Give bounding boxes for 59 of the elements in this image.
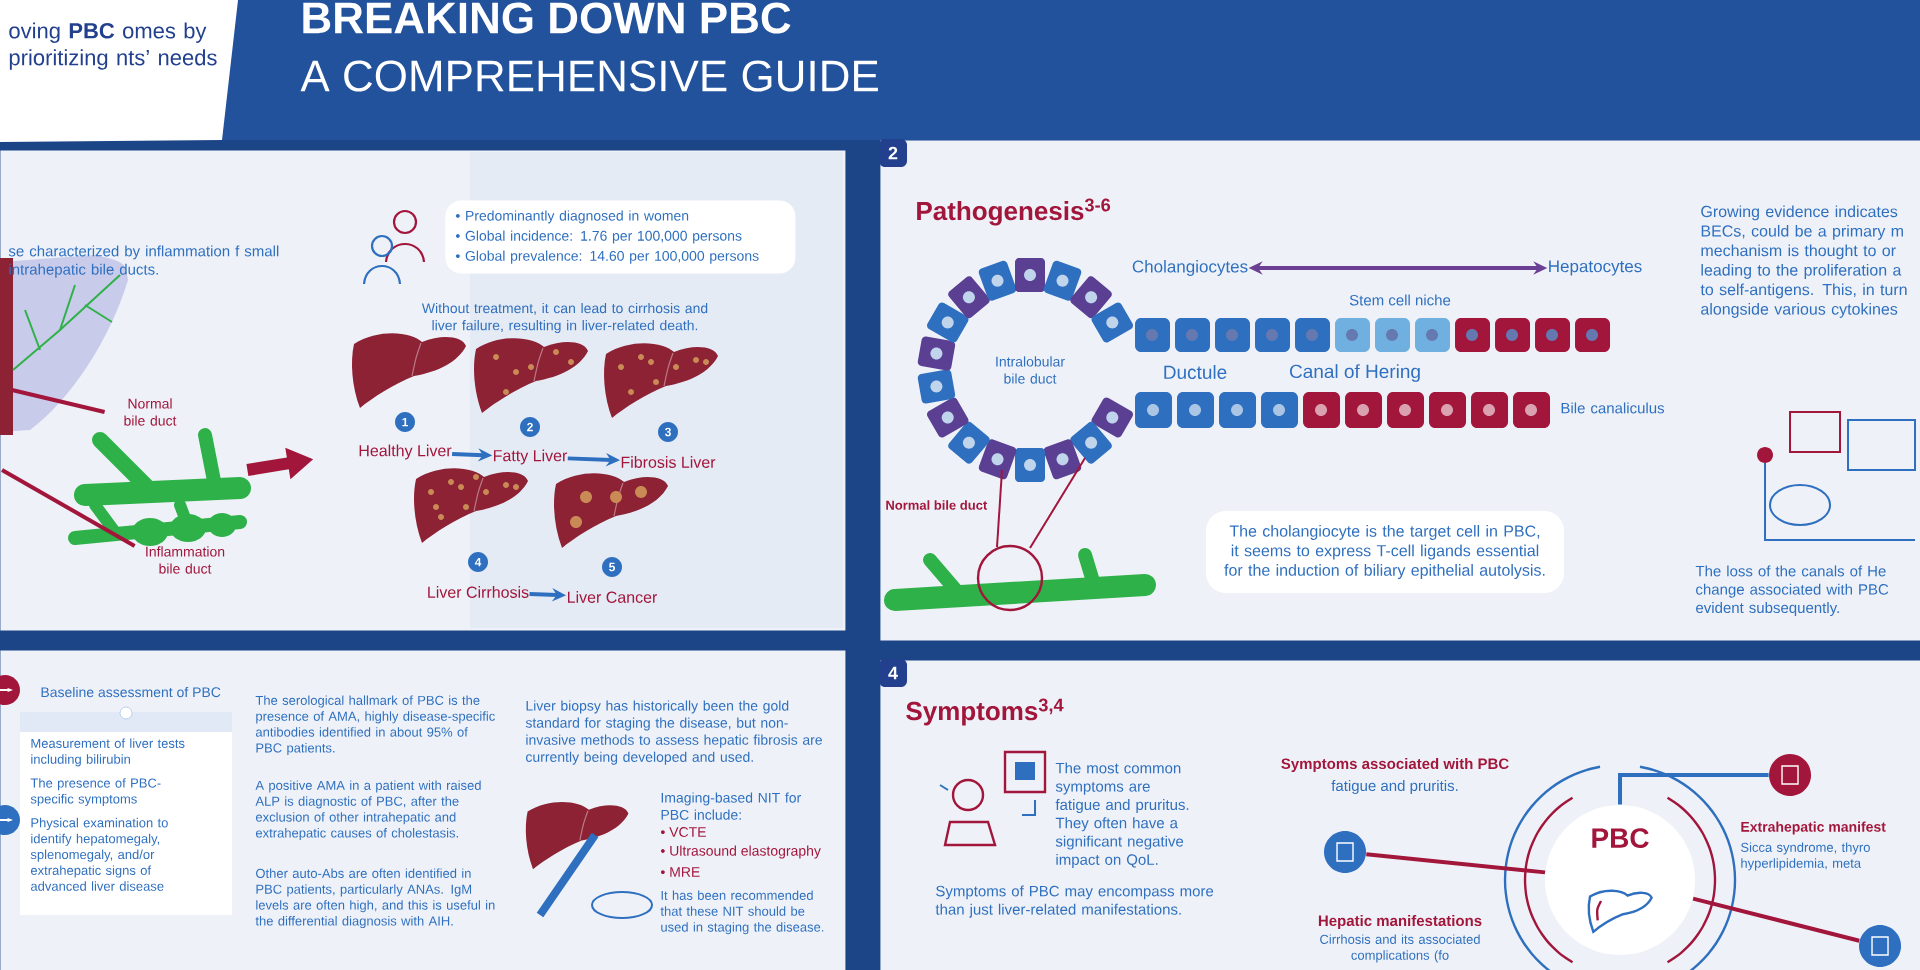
body-text: It has been recommended that these NIT should be used in staging the disease. — [660, 890, 824, 935]
number-badge: 4 — [468, 552, 488, 572]
diagram-label: Bile canaliculus — [1561, 402, 1665, 414]
number-badge: 1 — [395, 412, 415, 432]
list-item: • MRE — [661, 867, 700, 877]
body-text: Cirrhosis and its associated complications (fo — [1320, 934, 1480, 963]
connector-line — [1692, 896, 1860, 943]
number-badge: 2 — [879, 139, 907, 167]
list-item: • VCTE — [661, 827, 706, 837]
number-badge: 3 — [658, 422, 678, 442]
body-text: Symptoms of PBC may encompass more than just liver-related manifestations. — [935, 885, 1214, 918]
body-text: Sicca syndrome, thyro hyperlipidemia, meta — [1741, 842, 1870, 871]
header-tab: oving PBC omes by prioritizing nts’ needs — [0, 0, 238, 142]
body-text: Other auto-Abs are often identified in PBC patients, particularly ANAs. IgM levels are often high, and this is useful in the differential diagnosis with AIH. — [255, 868, 495, 929]
callout-box: The cholangiocyte is the target cell in PBC, it seems to express T-cell ligands essential for the induction of biliary epithelial autolysis. — [1206, 511, 1564, 593]
subheading: Extrahepatic manifest — [1741, 821, 1886, 835]
stage-label: Fibrosis Liver — [621, 456, 716, 468]
list-item: • Ultrasound elastography — [661, 845, 821, 859]
body-text: A positive AMA in a patient with raised ALP is diagnostic of PBC, after the exclusion of other intrahepatic and extrahepatic causes of cholestasis. — [255, 780, 481, 841]
body-text: Growing evidence indicates BECs, could be a primary m mechanism is thought to or leading to the proliferation a to self-antigens. This, in turn alongside various cytokines — [1700, 205, 1907, 318]
circle-icon — [1859, 925, 1901, 967]
diagram-label: Intralobular bile duct — [996, 356, 1065, 384]
body-text: The most common symptoms are fatigue and pruritus. They often have a significant negative impact on QoL. — [1055, 762, 1189, 868]
diagram-label: Stem cell niche — [1349, 294, 1451, 306]
connector-line — [1366, 852, 1546, 875]
stats-box: • Predominantly diagnosed in women • Global incidence: 1.76 per 100,000 persons • Global prevalence: 14.60 per 100,000 persons — [445, 200, 796, 274]
body-text: The serological hallmark of PBC is the presence of AMA, highly disease-specific antibodies identified in about 95% of PBC patients. — [255, 695, 495, 756]
body-text: The loss of the canals of He change associated with PBC evident subsequently. — [1695, 565, 1889, 616]
leader-line — [11, 388, 106, 414]
diagram-label: Canal of Hering — [1290, 364, 1420, 382]
stage-label: Liver Cirrhosis — [428, 586, 529, 598]
body-text: fatigue and pruritis. — [1331, 780, 1458, 794]
connector-line — [1618, 773, 1769, 805]
diagram-label: Normal bile duct — [886, 500, 988, 510]
title: BREAKING DOWN PBC — [303, 2, 791, 34]
callout-label: Inflammation bile duct — [146, 546, 225, 574]
cell-type-label: Cholangiocytes — [1132, 260, 1248, 276]
panel-heading: Symptoms$^{3,4}$ — [906, 698, 1064, 726]
panel-heading: Pathogenesis$^{3-6}$ — [917, 198, 1111, 226]
stage-label: Liver Cancer — [568, 591, 658, 603]
stage-label: Fatty Liver — [494, 449, 568, 465]
diagram-label: Ductule — [1164, 365, 1227, 379]
circle-icon — [1769, 754, 1811, 796]
stage-label: Healthy Liver — [359, 444, 452, 460]
body-text: Imaging-based NIT for PBC include: — [661, 792, 801, 820]
body-text: Without treatment, it can lead to cirrhosis and liver failure, resulting in liver-related death. — [421, 302, 708, 334]
section-label: Baseline assessment of PBC — [41, 686, 221, 698]
number-badge: 4 — [879, 659, 907, 687]
subheading: Hepatic manifestations — [1318, 915, 1482, 929]
cell-type-label: Hepatocytes — [1549, 260, 1642, 276]
subheading: Symptoms associated with PBC — [1281, 758, 1509, 772]
checklist-card: Measurement of liver tests including bilirubin The presence of PBC-specific symptoms Physical examination to identify hepatomegaly, splenomegaly, and/or extrahepatic signs of advanced liver disease — [20, 706, 232, 915]
number-badge: 5 — [602, 557, 622, 577]
bile-duct-drawing — [68, 428, 251, 546]
subtitle: A COMPREHENSIVE GUIDE — [300, 60, 878, 92]
body-text: Liver biopsy has historically been the gold standard for staging the disease, but non-invasive methods to assess hepatic fibrosis are currently being developed and used. — [525, 700, 822, 765]
callout-label: Normal bile duct — [124, 398, 177, 426]
circle-icon — [1324, 831, 1366, 873]
number-badge: 2 — [520, 417, 540, 437]
